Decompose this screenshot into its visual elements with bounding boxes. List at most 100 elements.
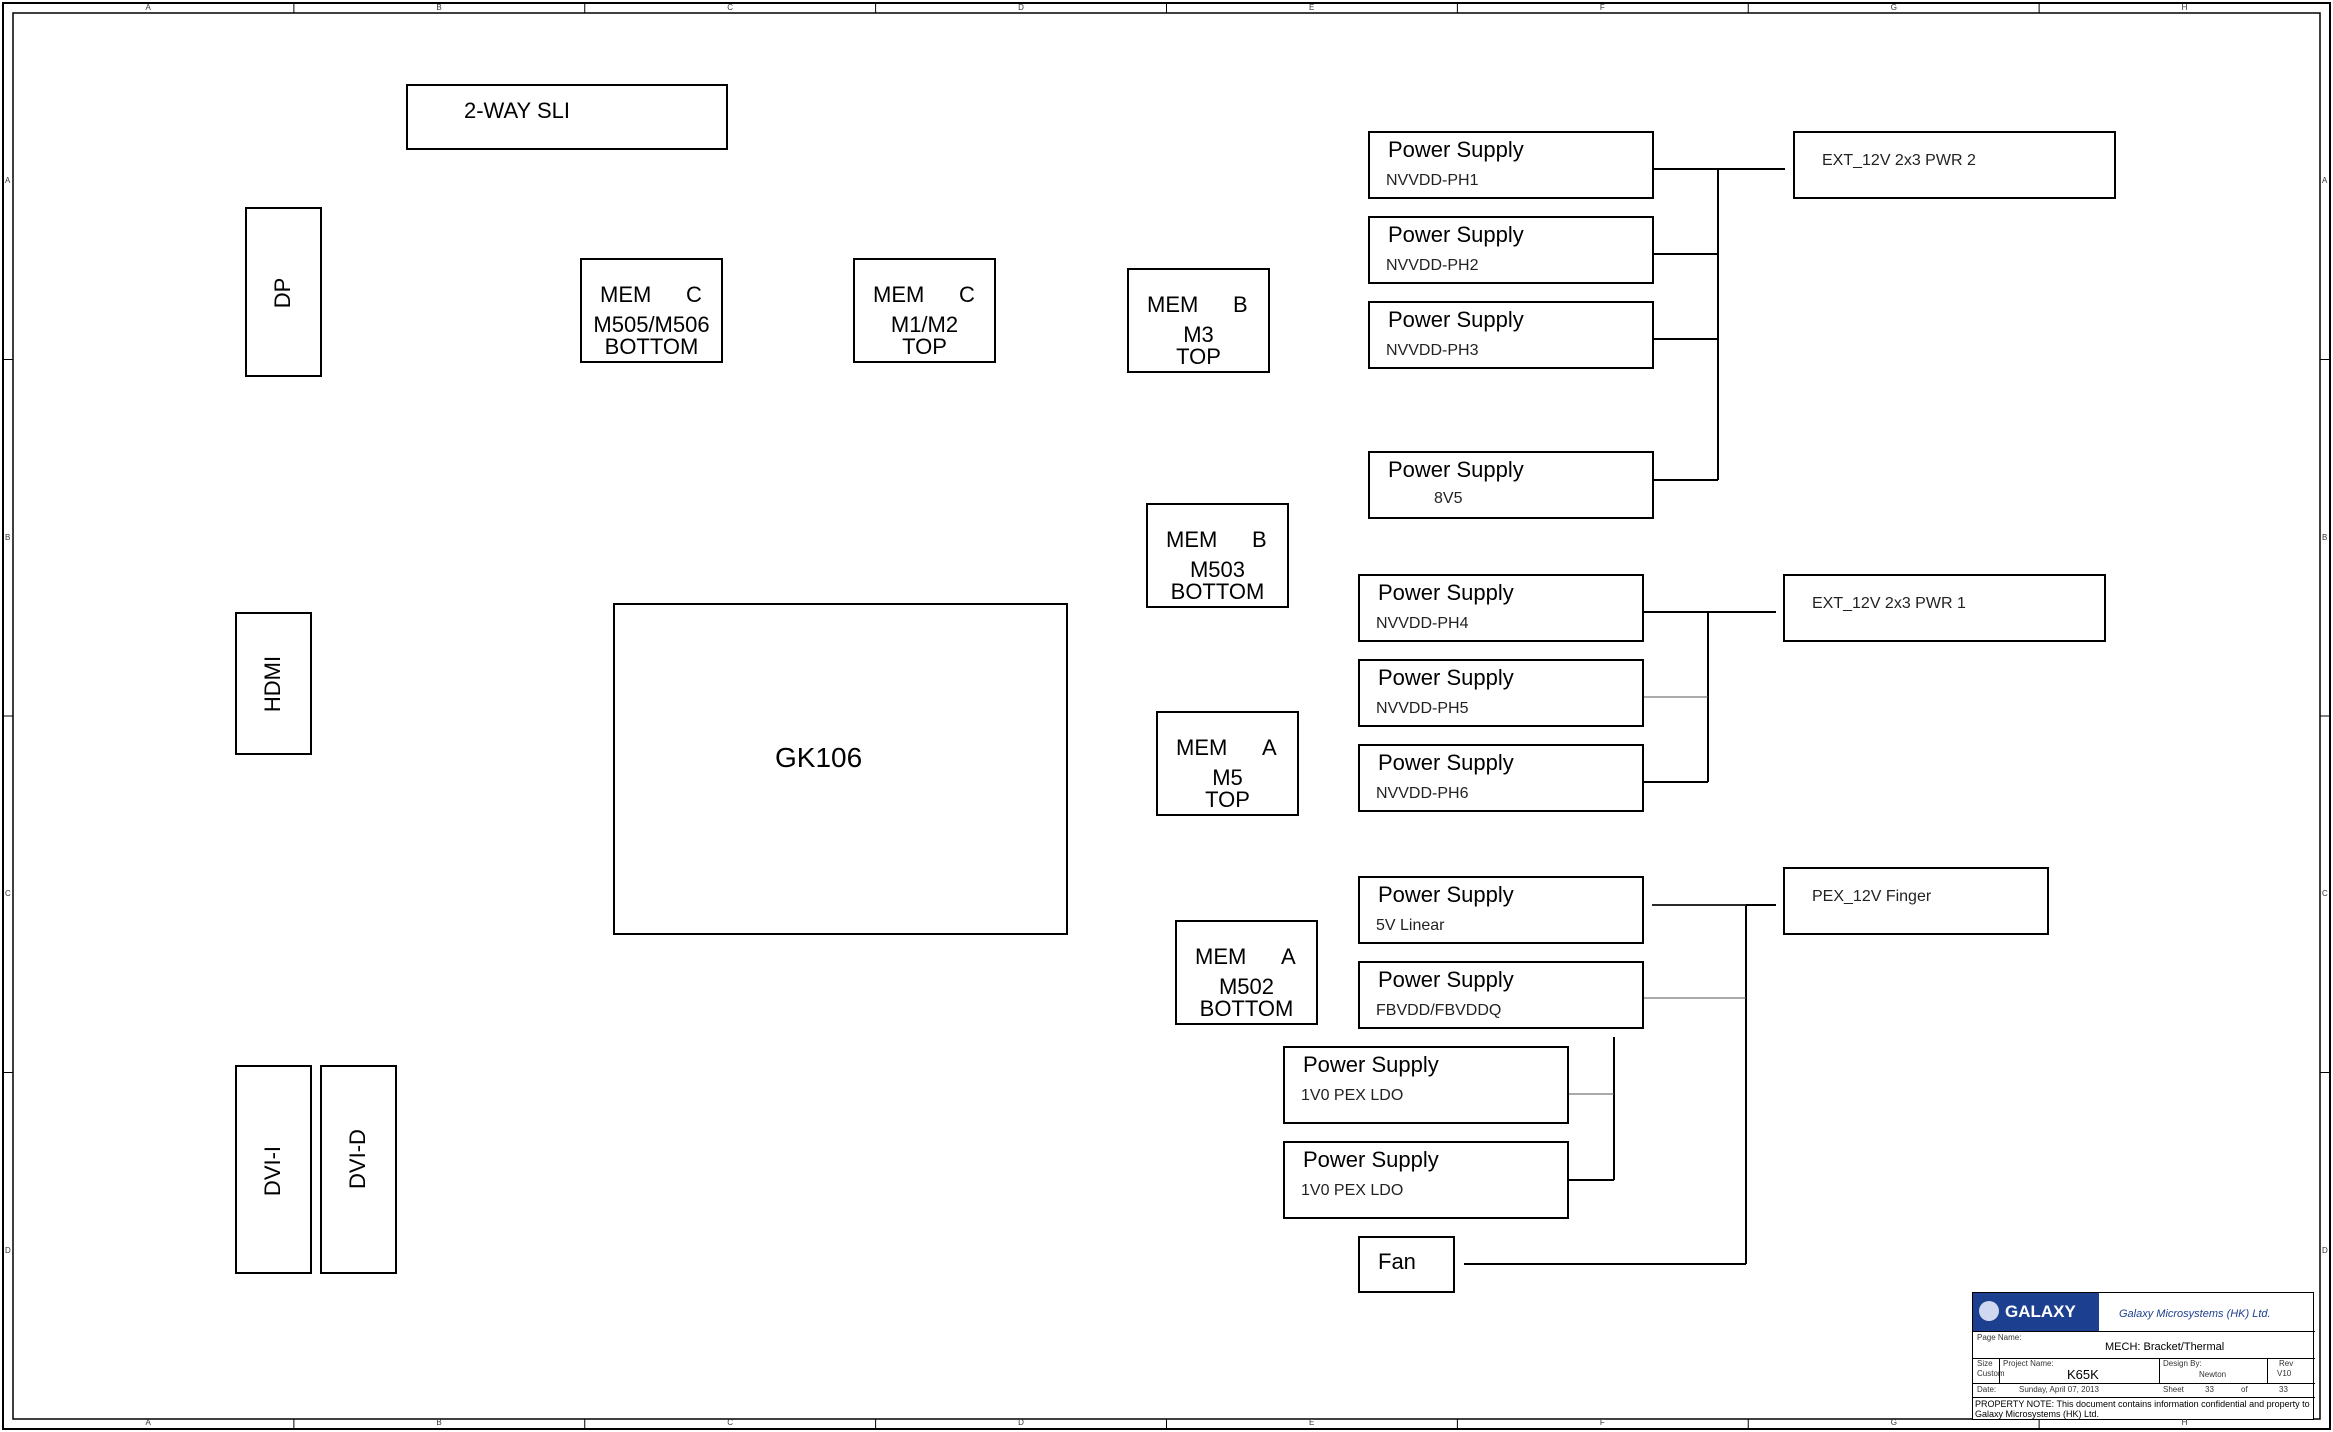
mem-c-top-box: MEM C M1/M2 TOP	[853, 258, 996, 363]
gpu-box: GK106	[613, 603, 1068, 935]
power-supply-title: Power Supply	[1303, 1052, 1439, 1077]
power-supply-rail: 1V0 PEX LDO	[1301, 1182, 1404, 1199]
mem-part: M503	[1189, 557, 1246, 582]
power-supply-nvvdd-ph5: Power Supply NVVDD-PH5	[1358, 659, 1644, 727]
power-supply-rail: NVVDD-PH4	[1376, 615, 1469, 632]
ext-12v-pwr1-box: EXT_12V 2x3 PWR 1	[1783, 574, 2106, 642]
title-block: GALAXY Galaxy Microsystems (HK) Ltd. Pag…	[1972, 1292, 2315, 1420]
power-supply-1v0-pex-ldo-2: Power Supply 1V0 PEX LDO	[1283, 1141, 1569, 1219]
mem-label: MEM	[1166, 527, 1218, 552]
power-supply-rail: NVVDD-PH3	[1386, 342, 1479, 359]
rev-value: V10	[2277, 1369, 2292, 1378]
mem-side: BOTTOM	[604, 334, 699, 359]
zone-col-label: H	[2181, 3, 2188, 12]
mem-side: TOP	[902, 334, 947, 359]
zone-col-label: D	[1018, 3, 1024, 12]
power-supply-rail: FBVDD/FBVDDQ	[1376, 1002, 1502, 1019]
power-supply-rail: 5V Linear	[1376, 917, 1445, 934]
power-supply-5v-linear: Power Supply 5V Linear	[1358, 876, 1644, 944]
zone-col-label: F	[1599, 1418, 1605, 1427]
zone-row-label: A	[2322, 176, 2328, 186]
mem-part: M5	[1212, 765, 1243, 790]
of-label: of	[2241, 1385, 2248, 1394]
mem-channel: C	[959, 282, 975, 307]
mem-side: BOTTOM	[1170, 579, 1265, 604]
zone-col-label: D	[1018, 1418, 1024, 1427]
ext-12v-pwr2-box: EXT_12V 2x3 PWR 2	[1793, 131, 2116, 199]
zone-row-label: B	[2322, 532, 2328, 542]
fan-label: Fan	[1378, 1249, 1416, 1274]
power-supply-title: Power Supply	[1388, 222, 1524, 247]
mem-label: MEM	[873, 282, 925, 307]
project-label: Project Name:	[2003, 1359, 2054, 1368]
project-value: K65K	[2067, 1367, 2099, 1382]
zone-col-label: G	[1890, 1418, 1897, 1427]
date-label: Date:	[1977, 1385, 1997, 1394]
of-value: 33	[2279, 1385, 2288, 1394]
galaxy-logo-icon	[1979, 1301, 1999, 1321]
zone-row-label: D	[2322, 1245, 2328, 1255]
mem-part: M3	[1183, 322, 1214, 347]
sheet-value: 33	[2205, 1385, 2214, 1394]
dvi-d-connector-box: DVI-D	[320, 1065, 397, 1274]
power-supply-title: Power Supply	[1378, 967, 1514, 992]
power-supply-1v0-pex-ldo-1: Power Supply 1V0 PEX LDO	[1283, 1046, 1569, 1124]
size-value: Custom	[1977, 1369, 2005, 1378]
mem-part: M502	[1218, 974, 1275, 999]
zone-row-label: D	[5, 1245, 11, 1255]
mem-b-top-box: MEM B M3 TOP	[1127, 268, 1270, 373]
mem-c-bottom-box: MEM C M505/M506 BOTTOM	[580, 258, 723, 363]
power-supply-nvvdd-ph3: Power Supply NVVDD-PH3	[1368, 301, 1654, 369]
ext-12v-pwr1-label: EXT_12V 2x3 PWR 1	[1812, 595, 1966, 612]
power-supply-rail: NVVDD-PH2	[1386, 257, 1479, 274]
power-supply-rail: 8V5	[1434, 490, 1463, 507]
power-supply-rail: 1V0 PEX LDO	[1301, 1087, 1404, 1104]
power-supply-title: Power Supply	[1378, 580, 1514, 605]
hdmi-label: HDMI	[260, 655, 285, 713]
power-supply-title: Power Supply	[1388, 307, 1524, 332]
hdmi-connector-box: HDMI	[235, 612, 312, 755]
power-supply-nvvdd-ph1: Power Supply NVVDD-PH1	[1368, 131, 1654, 199]
dvi-i-label: DVI-I	[260, 1145, 285, 1197]
pex-12v-finger-label: PEX_12V Finger	[1812, 888, 1932, 905]
rev-label: Rev	[2279, 1359, 2294, 1368]
zone-col-label: C	[727, 1418, 733, 1427]
power-supply-nvvdd-ph4: Power Supply NVVDD-PH4	[1358, 574, 1644, 642]
mem-side: TOP	[1205, 787, 1250, 812]
power-supply-title: Power Supply	[1378, 750, 1514, 775]
mem-label: MEM	[1176, 735, 1228, 760]
power-supply-nvvdd-ph2: Power Supply NVVDD-PH2	[1368, 216, 1654, 284]
mem-b-bottom-box: MEM B M503 BOTTOM	[1146, 503, 1289, 608]
dvi-i-connector-box: DVI-I	[235, 1065, 312, 1274]
power-supply-title: Power Supply	[1303, 1147, 1439, 1172]
zone-col-label: C	[727, 3, 733, 12]
design-label: Design By:	[2163, 1359, 2202, 1368]
power-supply-nvvdd-ph6: Power Supply NVVDD-PH6	[1358, 744, 1644, 812]
mem-label: MEM	[1195, 944, 1247, 969]
page-name-value: MECH: Bracket/Thermal	[2105, 1341, 2225, 1353]
zone-col-label: A	[145, 1418, 151, 1427]
mem-side: TOP	[1176, 344, 1221, 369]
power-supply-rail: NVVDD-PH6	[1376, 785, 1469, 802]
power-supply-title: Power Supply	[1388, 137, 1524, 162]
mem-label: MEM	[600, 282, 652, 307]
zone-row-label: C	[5, 889, 11, 899]
zone-col-label: B	[436, 3, 442, 12]
mem-label: MEM	[1147, 292, 1199, 317]
zone-col-label: B	[436, 1418, 442, 1427]
zone-row-label: B	[5, 532, 11, 542]
sli-label: 2-WAY SLI	[464, 98, 570, 123]
power-supply-rail: NVVDD-PH5	[1376, 700, 1469, 717]
sheet-label: Sheet	[2163, 1385, 2184, 1394]
power-supply-title: Power Supply	[1378, 882, 1514, 907]
zone-row-label: A	[5, 176, 11, 186]
galaxy-logo: GALAXY	[1973, 1293, 2099, 1331]
power-supply-title: Power Supply	[1378, 665, 1514, 690]
wire-pex-thin	[1568, 904, 1746, 1095]
gpu-label: GK106	[775, 742, 863, 773]
dp-label: DP	[270, 277, 295, 309]
mem-channel: A	[1262, 735, 1277, 760]
company-name: Galaxy Microsystems (HK) Ltd.	[2119, 1308, 2271, 1320]
